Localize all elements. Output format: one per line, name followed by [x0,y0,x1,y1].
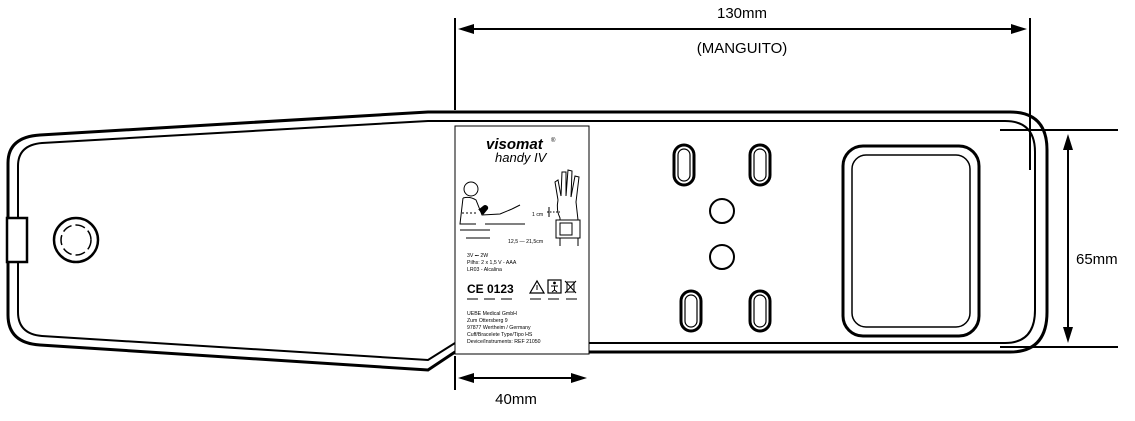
brand-name: visomat [486,136,544,153]
heart-icon [462,205,489,215]
company-line-1: UEBE Medical GmbH [467,311,517,317]
hole-lower [709,244,735,270]
cuff-end-tab [5,216,29,264]
dimension-130mm [454,18,1031,170]
company-line-3: 97877 Wertheim / Germany [467,325,531,331]
cuff-slots [672,143,772,333]
slot-bottom-left [679,289,703,333]
cuff-window [841,144,981,338]
cuff-holes [709,198,735,270]
ce-mark: CE 0123 [467,282,514,296]
dimension-65mm-label: 65mm [1076,251,1118,268]
dimension-130mm-label: 130mm [717,5,767,22]
weee-bin-icon [564,280,577,294]
label-panel [454,125,590,355]
company-line-2: Zum Ottersberg 9 [467,318,508,324]
power-spec-2: Pilhs: 2 x 1,5 V - AAA [467,260,517,266]
slot-bottom-right [748,289,772,333]
type-bf-symbol-icon [547,279,562,294]
company-line-5: Device/Instruments: REF 21050 [467,339,541,345]
slot-top-left [672,143,696,187]
wrist-device-icon [547,169,581,246]
snap-button-icon [52,216,100,264]
measure-gap-text: 1 cm [532,212,543,218]
cuff-inner-outline [17,120,1036,362]
dimension-40mm [454,356,587,390]
slot-top-right [748,143,772,187]
power-spec-3: LR03 - Alcalina [467,267,502,273]
power-spec-1: 3V ⎓ 2W [467,253,488,259]
company-line-4: Cuff/Bracelete Type/Tipo HS [467,332,533,338]
warning-triangle-icon [528,279,546,294]
cuff-name-label: (MANGUITO) [697,40,788,57]
model-name: handy IV [495,150,548,165]
hole-upper [709,198,735,224]
dimension-40mm-label: 40mm [495,391,537,408]
registered-mark: ® [551,137,556,144]
wrist-range-text: 12,5 — 21,5cm [508,239,543,245]
seated-person-icon [459,181,525,239]
dimension-65mm [1000,129,1118,348]
